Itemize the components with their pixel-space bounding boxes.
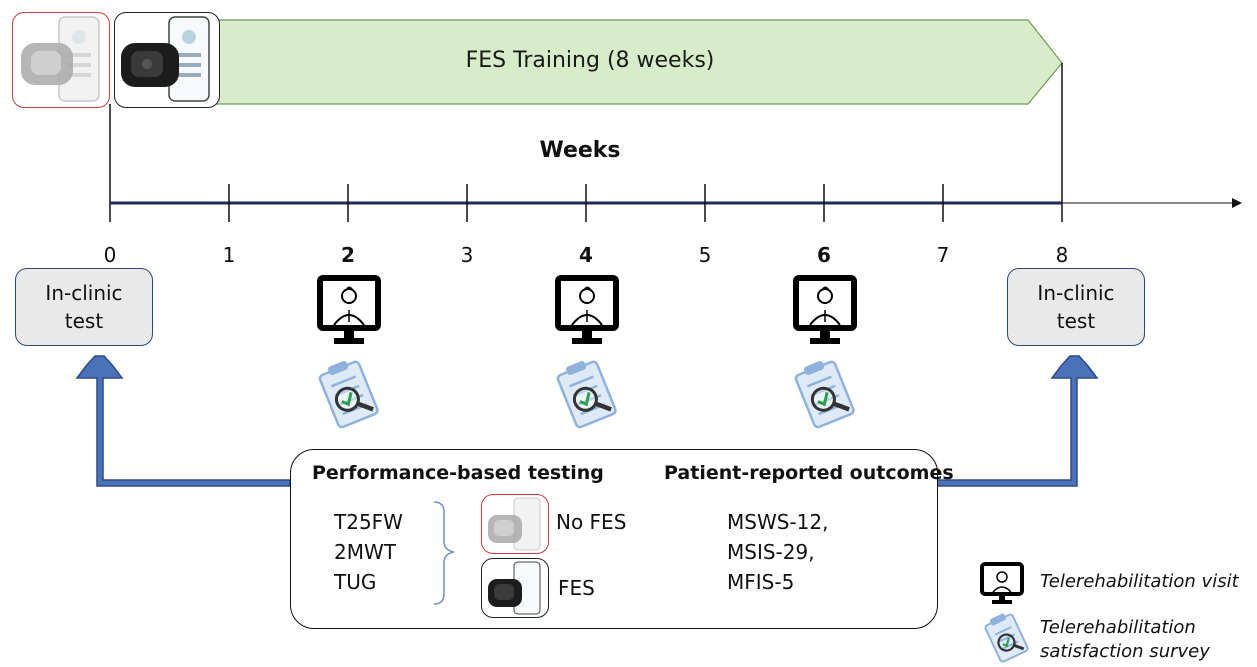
- week-tick-label: 1: [222, 243, 236, 267]
- faded-fes-device-icon: [488, 497, 541, 551]
- performance-testing-title: Performance-based testing: [312, 462, 604, 484]
- outcome-item: MSWS-12,: [727, 510, 829, 534]
- weeks-axis-title: Weeks: [539, 138, 621, 163]
- survey-legend-label: Telerehabilitation satisfaction survey: [1040, 616, 1210, 664]
- curly-brace-icon: [433, 501, 455, 605]
- fes-device-image: [114, 12, 220, 108]
- telerehab-visit-legend-icon: [980, 562, 1024, 604]
- telerehab-visit-icon: [554, 274, 620, 354]
- faded-fes-device-icon: [21, 16, 100, 102]
- in-clinic-test-start: In-clinic test: [15, 268, 153, 346]
- in-clinic-test-end-label: In-clinic test: [1037, 281, 1115, 333]
- test-item: 2MWT: [334, 540, 396, 564]
- week-tick-label: 3: [460, 243, 474, 267]
- week-tick-label: 5: [698, 243, 712, 267]
- survey-legend-line1: Telerehabilitation: [1040, 617, 1196, 638]
- fes-option-image: [481, 558, 549, 618]
- outcome-item: MSIS-29,: [727, 540, 815, 564]
- no-fes-label: No FES: [556, 510, 627, 534]
- satisfaction-survey-icon: [786, 360, 866, 434]
- fes-label: FES: [558, 576, 595, 600]
- patient-outcomes-list: MSWS-12, MSIS-29, MFIS-5: [727, 507, 828, 597]
- survey-legend-icon: [984, 613, 1029, 663]
- no-fes-option-image: [481, 494, 549, 554]
- outcome-measures-box: [290, 449, 938, 629]
- week-tick-label: 6: [817, 243, 831, 267]
- week-tick-label: 4: [579, 243, 593, 267]
- satisfaction-survey-icon: [310, 360, 390, 434]
- satisfaction-survey-icon: [548, 360, 628, 434]
- telerehab-visit-icon: [792, 274, 858, 354]
- no-fes-device-image: [12, 12, 110, 108]
- fes-device-icon: [121, 16, 210, 102]
- week-tick-label: 7: [936, 243, 950, 267]
- performance-tests-list: T25FW 2MWT TUG: [334, 507, 403, 597]
- survey-legend-line2: satisfaction survey: [1040, 641, 1210, 662]
- in-clinic-test-start-label: In-clinic test: [45, 281, 123, 333]
- right-up-arrow: [935, 355, 1099, 487]
- fes-device-icon: [488, 561, 541, 615]
- left-up-arrow: [75, 355, 291, 487]
- fes-training-label: FES Training (8 weeks): [465, 48, 715, 73]
- outcome-item: MFIS-5: [727, 570, 795, 594]
- telerehab-visit-legend-label: Telerehabilitation visit: [1040, 571, 1239, 592]
- left-connector-arrow: [76, 360, 290, 490]
- axis-arrowhead: [1232, 198, 1242, 208]
- week-tick-label: 8: [1055, 243, 1069, 267]
- test-item: TUG: [334, 570, 377, 594]
- test-item: T25FW: [334, 510, 403, 534]
- week-tick-label: 0: [103, 243, 117, 267]
- patient-reported-title: Patient-reported outcomes: [664, 462, 954, 484]
- in-clinic-test-end: In-clinic test: [1007, 268, 1145, 346]
- week-tick-label: 2: [341, 243, 355, 267]
- telerehab-visit-icon: [316, 274, 382, 354]
